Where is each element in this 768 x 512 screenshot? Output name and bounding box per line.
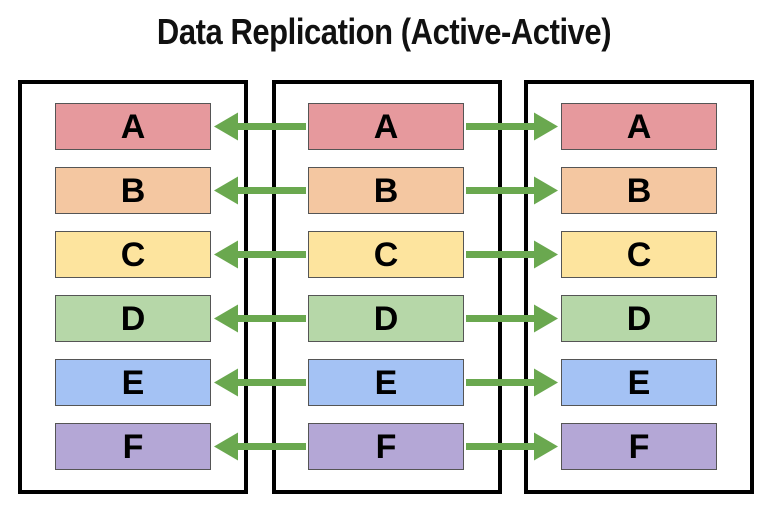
partition-b-right: B [561, 167, 717, 214]
partition-label: C [373, 235, 399, 274]
partition-e-left: E [55, 359, 211, 406]
partition-a-left: A [55, 103, 211, 150]
partition-a-right: A [561, 103, 717, 150]
partition-label: B [120, 171, 146, 210]
partition-e-mid: E [308, 359, 464, 406]
partition-f-left: F [55, 423, 211, 470]
partition-d-right: D [561, 295, 717, 342]
partition-c-right: C [561, 231, 717, 278]
partition-label: A [120, 107, 146, 146]
partition-label: F [628, 427, 650, 466]
partition-label: A [626, 107, 652, 146]
partition-a-mid: A [308, 103, 464, 150]
partition-c-mid: C [308, 231, 464, 278]
partition-label: E [121, 363, 145, 402]
partition-label: F [375, 427, 397, 466]
partition-c-left: C [55, 231, 211, 278]
partition-e-right: E [561, 359, 717, 406]
partition-label: D [120, 299, 146, 338]
partition-label: C [120, 235, 146, 274]
partition-d-mid: D [308, 295, 464, 342]
partition-label: E [374, 363, 398, 402]
partition-label: D [373, 299, 399, 338]
partition-label: B [373, 171, 399, 210]
partition-b-mid: B [308, 167, 464, 214]
partition-d-left: D [55, 295, 211, 342]
partition-b-left: B [55, 167, 211, 214]
partition-label: D [626, 299, 652, 338]
diagram-title: Data Replication (Active-Active) [156, 11, 612, 52]
partition-label: C [626, 235, 652, 274]
partition-label: B [626, 171, 652, 210]
partition-label: E [627, 363, 651, 402]
partition-f-right: F [561, 423, 717, 470]
partition-label: F [122, 427, 144, 466]
partition-label: A [373, 107, 399, 146]
partition-f-mid: F [308, 423, 464, 470]
